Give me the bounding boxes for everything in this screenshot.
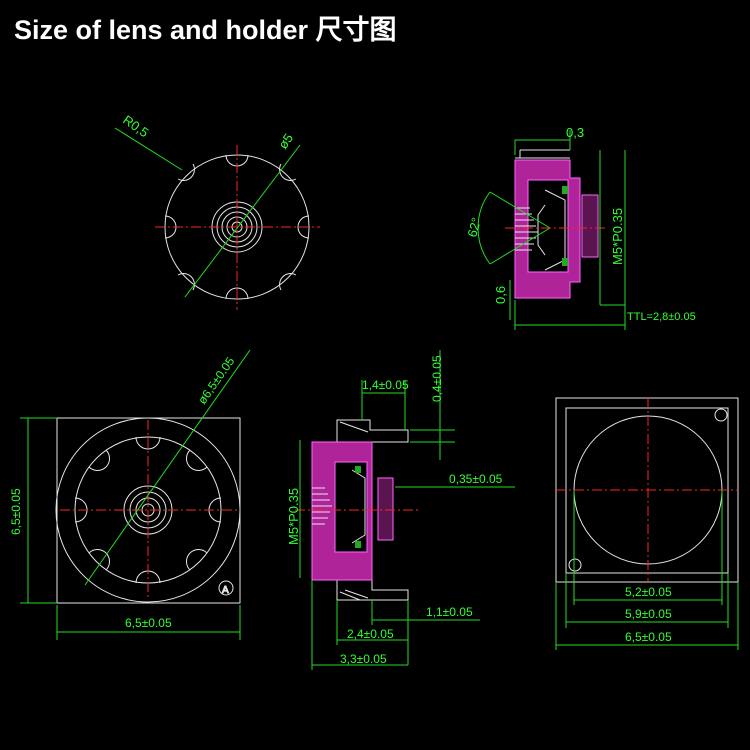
label-d65-horizontal: 6,5±0.05 xyxy=(125,616,172,630)
holder-section-view xyxy=(295,350,515,670)
label-d65-right: 6,5±0.05 xyxy=(625,630,672,644)
label-d59: 5,9±0.05 xyxy=(625,607,672,621)
label-d65-vertical: 6,5±0.05 xyxy=(9,488,23,535)
label-d52: 5,2±0.05 xyxy=(625,585,672,599)
label-d035: 0,35±0.05 xyxy=(449,472,503,486)
label-ang62: 62° xyxy=(464,216,484,239)
label-d11: 1,1±0.05 xyxy=(426,605,473,619)
label-thread-side: M5*P0.35 xyxy=(286,488,301,545)
label-ttl: TTL=2,8±0.05 xyxy=(627,311,696,323)
label-r05: R0,5 xyxy=(120,112,151,140)
label-d06: 0,6 xyxy=(493,286,508,304)
label-d04: 0,4±0.05 xyxy=(430,355,444,402)
lens-section-view xyxy=(477,130,626,330)
lens-top-view xyxy=(114,127,320,310)
label-d03: 0,3 xyxy=(566,125,584,140)
holder-top-view xyxy=(20,349,251,640)
label-d5: ø5 xyxy=(275,131,296,152)
label-d14: 1,4±0.05 xyxy=(362,378,409,392)
label-d24: 2,4±0.05 xyxy=(347,627,394,641)
label-d33: 3,3±0.05 xyxy=(340,652,387,666)
holder-bottom-view xyxy=(555,397,739,650)
page-title: Size of lens and holder 尺寸图 xyxy=(14,15,397,45)
label-thread-top: M5*P0.35 xyxy=(610,208,625,265)
label-circle-a: A xyxy=(222,585,229,596)
